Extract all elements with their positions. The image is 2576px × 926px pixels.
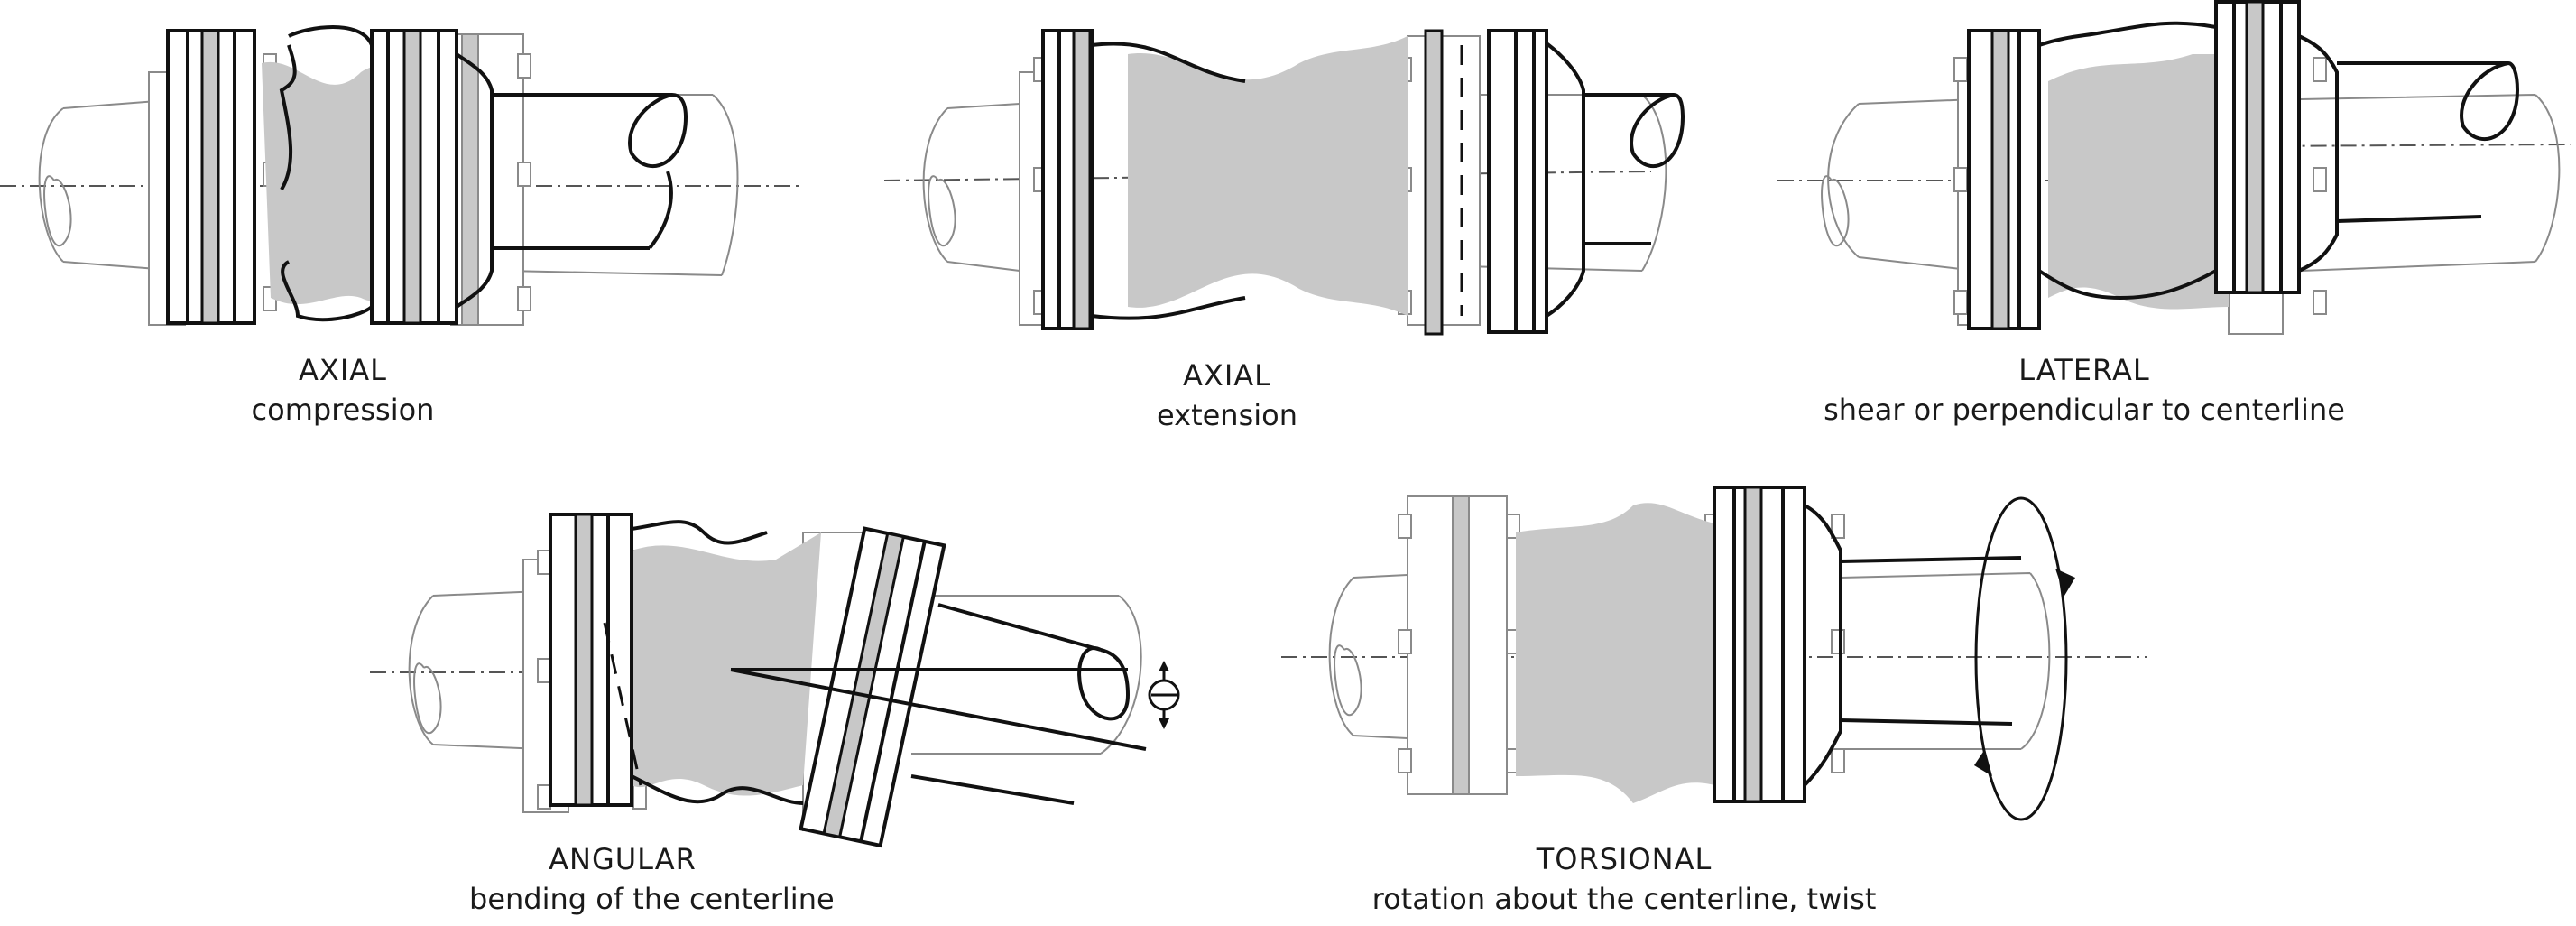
ghost-gasket (1424, 29, 1444, 336)
pipe (2336, 61, 2508, 223)
bent-axis (730, 668, 1147, 751)
pipe-end (628, 93, 688, 169)
figure-torsional: TORSIONAL rotation about the centerline,… (1281, 478, 2165, 926)
figure-title: AXIAL (1183, 358, 1271, 393)
lateral-drawing (1777, 0, 2572, 335)
caption-lateral: LATERAL shear or perpendicular to center… (1805, 350, 2364, 430)
caption-axial-compression: AXIAL compression (208, 350, 478, 430)
ghost-flange-right (1407, 35, 1481, 326)
bellows-outline (1091, 42, 1246, 320)
pipe-end (1077, 646, 1131, 721)
figure-lateral: LATERAL shear or perpendicular to center… (1759, 0, 2576, 442)
pipe (1583, 93, 1674, 245)
caption-angular: ANGULAR bending of the centerline (469, 839, 835, 919)
gasket-left (1990, 29, 2010, 330)
ghost-gasket-right (461, 33, 479, 326)
ghost-pipe-right (1840, 572, 2051, 750)
angular-drawing (370, 513, 1180, 848)
tilted-flange (799, 526, 946, 848)
figure-axial-compression: AXIAL compression (0, 0, 812, 433)
gasket-right (2245, 0, 2265, 294)
bellows-outline (279, 25, 374, 322)
ghost-pipe-left (922, 103, 1020, 272)
rotation-arrow-icon (1974, 496, 2075, 821)
ghost-pipe-left-end (43, 175, 72, 247)
figure-axial-extension: AXIAL extension (866, 0, 1723, 442)
ghost-pipe-right (911, 595, 1142, 755)
pipe (492, 93, 672, 250)
pipe (910, 603, 1102, 805)
rubber-body-shade (632, 532, 821, 796)
angle-indicator-icon (1148, 661, 1180, 729)
rubber-body-shade (1516, 503, 1714, 803)
bellows-outline (631, 520, 804, 805)
figure-subtitle: rotation about the centerline, twist (1371, 882, 1877, 916)
rubber-body-shade (2048, 54, 2229, 310)
bellows-outline (2037, 21, 2217, 301)
neck-outline (1545, 42, 1585, 318)
gasket-left (574, 513, 594, 807)
rubber-body-shade (1128, 36, 1408, 316)
caption-torsional: TORSIONAL rotation about the centerline,… (1326, 839, 1922, 919)
pipe (1840, 556, 2022, 726)
bend-guide-left (603, 622, 642, 786)
neck-outline (455, 52, 494, 309)
pipe-end (2460, 61, 2520, 142)
ghost-gasket-left (1452, 495, 1470, 795)
ghost-pipe-left (1827, 98, 1977, 272)
figure-subtitle: compression (251, 393, 435, 427)
gasket-right (1743, 486, 1763, 803)
pipe-end (1630, 93, 1685, 169)
figure-subtitle: shear or perpendicular to centerline (1824, 393, 2345, 427)
neck-outline (2298, 34, 2339, 273)
axial-extension-drawing (883, 29, 1685, 336)
figure-title: TORSIONAL (1536, 842, 1713, 876)
gasket-right (402, 29, 422, 325)
torsional-drawing (1281, 486, 2147, 821)
gasket-left (1072, 29, 1092, 330)
figure-title: AXIAL (299, 353, 387, 387)
neck-outline (1803, 504, 1842, 787)
ghost-pipe-right (2300, 94, 2561, 272)
figure-title: ANGULAR (549, 842, 697, 876)
figure-title: LATERAL (2018, 353, 2150, 387)
figure-angular: ANGULAR bending of the centerline (361, 478, 1227, 926)
figure-subtitle: bending of the centerline (469, 882, 835, 916)
axial-compression-drawing (0, 25, 803, 326)
ghost-pipe-left (408, 590, 542, 750)
figure-subtitle: extension (1157, 398, 1297, 432)
gasket-left (200, 29, 220, 325)
caption-axial-extension: AXIAL extension (1092, 356, 1362, 435)
